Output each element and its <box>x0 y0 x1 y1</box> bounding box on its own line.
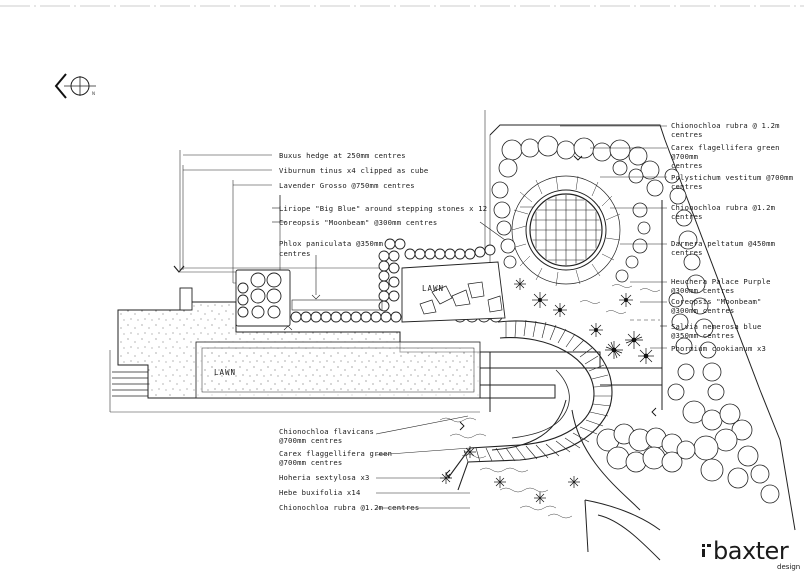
label-lavender: Lavender Grosso @750mm centres <box>279 181 415 190</box>
label-right-5: centres <box>671 161 703 170</box>
north-label: N <box>92 91 95 96</box>
paths <box>480 320 663 412</box>
leader-lines-right <box>560 125 667 349</box>
label-buxus: Buxus hedge at 250mm centres <box>279 151 406 160</box>
label-right-17: @350mm centres <box>671 331 734 340</box>
label-viburnum: Viburnum tinus x4 clipped as cube <box>279 166 428 175</box>
label-right-6: Polystichum vestitum @700mm <box>671 173 793 182</box>
label-bottom-2: @700mm centres <box>279 436 342 445</box>
logo-wordmark: baxter <box>713 537 789 565</box>
label-right-11: centres <box>671 248 703 257</box>
label-right-4: @700mm <box>671 152 698 161</box>
logo-subtitle: design <box>777 563 801 571</box>
curved-walls <box>491 399 661 561</box>
north-arrow-icon: N <box>54 73 96 99</box>
curved-staircase <box>447 319 613 491</box>
label-bottom-6: Hebe buxifolia x14 <box>279 488 361 497</box>
groundcover <box>439 155 661 519</box>
label-right-13: @300mm centres <box>671 286 734 295</box>
label-right-2: centres <box>671 130 703 139</box>
label-coreopsis: Coreopsis "Moonbeam" @300mm centres <box>279 218 437 227</box>
labels-bottom: Chionochloa flavicans @700mm centres Car… <box>279 427 419 512</box>
label-bottom-5: Hoheria sextylosa x3 <box>279 473 370 482</box>
label-bottom-3: Carex flaggellifera green <box>279 449 392 458</box>
label-right-15: @300mm centres <box>671 306 734 315</box>
labels-right: Chionochloa rubra @ 1.2m centres Carex f… <box>671 121 793 353</box>
label-right-16: Salvia nemerosa blue <box>671 322 762 331</box>
upper-lawn: LAWN <box>401 261 506 323</box>
spiky-grasses <box>440 278 654 504</box>
label-right-3: Carex flagellifera green <box>671 143 780 152</box>
circular-feature <box>511 175 621 287</box>
label-right-18: Phormium cookianum x3 <box>671 344 766 353</box>
label-phlox-centres: centres <box>279 249 311 258</box>
label-right-12: Heuchera Palace Purple <box>671 277 771 286</box>
lawn-label-left: LAWN <box>214 368 236 377</box>
label-right-7: centres <box>671 182 703 191</box>
right-bed-boundary <box>489 124 796 531</box>
label-right-1: Chionochloa rubra @ 1.2m <box>671 121 780 130</box>
baxter-logo-mark-icon <box>702 544 711 557</box>
label-liriope: Liriope "Big Blue" around stepping stone… <box>279 204 487 213</box>
label-phlox: Phlox paniculata @350mm <box>279 239 383 248</box>
tree-canopies <box>491 135 780 504</box>
lower-lawn: LAWN <box>112 301 481 399</box>
label-right-9: centres <box>671 212 703 221</box>
leader-lines-bottom <box>375 415 471 509</box>
label-right-10: Darmera peltatum @450mm <box>671 239 775 248</box>
label-bottom-7: Chionochloa rubra @1.2m centres <box>279 503 419 512</box>
label-right-14: Coreopsis "Moonbeam" <box>671 297 762 306</box>
labels-top-left: Buxus hedge at 250mm centres Viburnum ti… <box>279 151 487 258</box>
label-right-8: Chionochloa rubra @1.2m <box>671 203 775 212</box>
label-bottom-1: Chionochloa flavicans <box>279 427 374 436</box>
label-bottom-4: @700mm centres <box>279 458 342 467</box>
lawn-label-right: LAWN <box>422 284 444 293</box>
